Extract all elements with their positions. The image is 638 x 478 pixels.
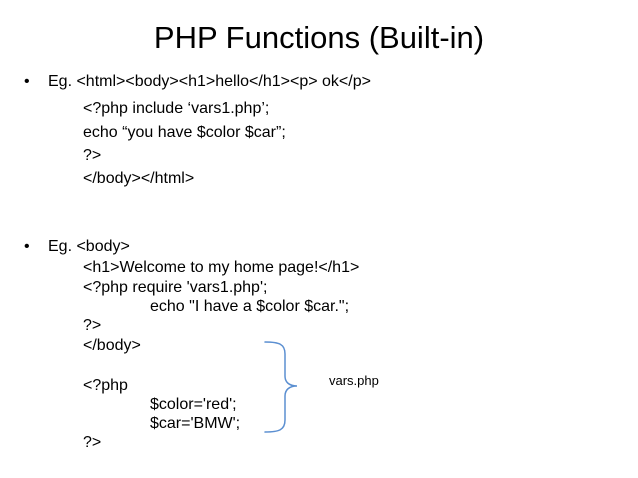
example2-line-4: echo "I have a $color $car."; (150, 298, 350, 315)
example1-line-4: ?> (83, 147, 102, 164)
bullet-2: • (24, 238, 30, 255)
example1-line-3: echo “you have $color $car”; (83, 124, 286, 141)
vars-line-4: ?> (83, 434, 102, 451)
bullet-1: • (24, 73, 30, 90)
example2-line-6: </body> (83, 337, 141, 354)
example1-line-1: Eg. <html><body><h1>hello</h1><p> ok</p> (48, 73, 371, 90)
vars-line-3: $car='BMW'; (150, 415, 241, 432)
example2-line-2: <h1>Welcome to my home page!</h1> (83, 259, 360, 276)
slide-title: PHP Functions (Built-in) (153, 20, 485, 55)
right-brace-icon (264, 341, 298, 433)
vars-php-label: vars.php (329, 373, 379, 388)
example2-line-1: Eg. <body> (48, 238, 130, 255)
example2-line-5: ?> (83, 317, 102, 334)
vars-line-2: $color='red'; (150, 396, 237, 413)
vars-line-1: <?php (83, 377, 128, 394)
example1-line-2: <?php include ‘vars1.php’; (83, 100, 270, 117)
example1-line-5: </body></html> (83, 170, 195, 187)
example2-line-3: <?php require 'vars1.php'; (83, 279, 268, 296)
